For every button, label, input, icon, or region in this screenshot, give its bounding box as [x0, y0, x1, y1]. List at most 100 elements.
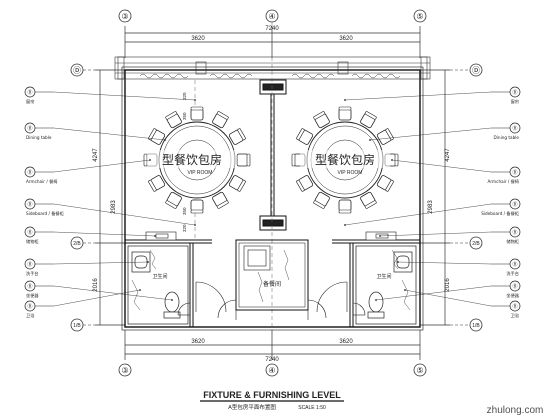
- grid-bubble-top-5: ⑤: [413, 9, 427, 23]
- callout-label: Sideboard / 备餐柜: [481, 210, 519, 217]
- callout-code: Ⓑ: [27, 169, 32, 176]
- grid-bubble-left-2b: 2/B: [70, 236, 84, 250]
- callout-label: 窗帘: [511, 98, 519, 105]
- left-table-chair: [148, 175, 166, 192]
- left-table-chair: [165, 111, 182, 129]
- right-dimension-group: [420, 69, 450, 326]
- outer-walls: [121, 66, 424, 331]
- right-room-label: 型餐饮包房 VIP ROOM: [300, 150, 390, 176]
- left-callout: Ⓑ Sideboard / 备餐柜: [24, 198, 196, 226]
- grid-bubble-right-2b: 2/B: [469, 236, 483, 250]
- grid-bubble-top-4: ④: [265, 9, 279, 23]
- callout-code: Ⓑ: [27, 201, 32, 208]
- grid-bubble-bottom-5: ⑤: [413, 363, 427, 377]
- svg-text:型餐饮包房: 型餐饮包房: [162, 152, 222, 167]
- right-table-chair: [360, 111, 377, 129]
- dim-right-mid: 2983: [428, 200, 434, 214]
- right-table-chair: [296, 175, 314, 192]
- ceiling-mark-2: 350: [182, 112, 187, 120]
- dim-top-left: 3620: [191, 36, 205, 42]
- left-callout: Ⓑ 卫浴: [24, 289, 141, 319]
- callout-label: 坐便器: [26, 292, 39, 299]
- curtains: [139, 73, 401, 79]
- right-callout: Ⓑ窗帘: [344, 86, 521, 105]
- left-table-chair: [190, 199, 204, 214]
- dim-bottom-total: 7240: [265, 357, 279, 363]
- callout-code: Ⓑ: [27, 303, 32, 310]
- drawing-subtitle: A型包房平面布置图: [228, 403, 276, 411]
- dim-bottom-right: 3620: [339, 339, 353, 345]
- right-callout: Ⓑ Dining table: [369, 122, 521, 141]
- dim-left-upper: 4247: [93, 148, 99, 162]
- svg-text:VIP ROOM: VIP ROOM: [338, 170, 363, 176]
- callout-code: Ⓑ: [512, 303, 517, 310]
- callout-code: Ⓑ: [27, 261, 32, 268]
- left-washroom-label: 卫生间: [152, 273, 167, 280]
- grid-bubble-right-d: Ⓓ: [469, 63, 483, 77]
- left-table-chair: [190, 106, 204, 121]
- callout-code: Ⓑ: [27, 229, 32, 236]
- ceiling-mark-4: 320: [182, 224, 187, 232]
- ceiling-mark-1: 320: [182, 92, 187, 100]
- callout-label: 卫浴: [26, 312, 35, 319]
- left-callout: Ⓑ窗帘: [24, 86, 196, 105]
- dim-left-mid: 2983: [111, 200, 117, 214]
- callout-label: 坐便器: [506, 292, 519, 299]
- callout-code: Ⓑ: [512, 261, 517, 268]
- callout-code: Ⓑ: [512, 283, 517, 290]
- svg-text:⑤: ⑤: [416, 366, 423, 375]
- drawing-scale: SCALE 1:50: [298, 405, 326, 411]
- grid-leader-lines: [83, 69, 470, 326]
- svg-text:③: ③: [121, 366, 128, 375]
- lower-counters: [145, 231, 397, 241]
- callout-label: Armchair / 餐椅: [488, 178, 519, 185]
- callout-code: Ⓑ: [27, 125, 32, 132]
- right-callout: Ⓑ 坐便器: [375, 280, 521, 301]
- grid-bubble-bottom-3: ③: [118, 363, 132, 377]
- grid-bubble-top-3: ③: [118, 9, 132, 23]
- lower-walls: [125, 239, 420, 327]
- svg-text:④: ④: [268, 12, 275, 21]
- dim-right-upper: 4247: [445, 148, 451, 162]
- right-washroom-label: 卫生间: [376, 273, 391, 280]
- pantry-fixtures: [243, 245, 290, 303]
- callout-code: Ⓑ: [512, 125, 517, 132]
- dim-bottom-left: 3620: [191, 339, 205, 345]
- right-table-chair: [313, 191, 330, 209]
- right-table-chair: [338, 199, 352, 214]
- right-callout: Ⓑ卫浴: [404, 289, 521, 319]
- callout-label: Armchair / 餐椅: [26, 178, 57, 185]
- dim-top-total: 7240: [265, 26, 279, 32]
- callout-code: Ⓑ: [27, 89, 32, 96]
- left-table-chair: [228, 175, 246, 192]
- left-table-chair: [148, 128, 166, 145]
- grid-bubble-left-1b: 1/B: [70, 318, 84, 332]
- right-washroom: [355, 245, 417, 325]
- left-room-label: 型餐饮包房 VIP ROOM: [147, 150, 237, 176]
- svg-text:1/B: 1/B: [73, 323, 81, 329]
- left-callout: Ⓑ Armchair / 餐椅: [24, 159, 151, 185]
- callout-label: 洗手台: [506, 270, 519, 277]
- callout-code: Ⓑ: [512, 229, 517, 236]
- left-table-chair: [228, 128, 246, 145]
- ceiling-mark-3: 350: [182, 207, 187, 215]
- callout-label: Sideboard / 备餐柜: [26, 210, 64, 217]
- svg-text:③: ③: [121, 12, 128, 21]
- center-partition: [259, 79, 287, 231]
- watermark: zhulong.com: [487, 405, 544, 416]
- grid-bubble-left-d: Ⓓ: [70, 63, 84, 77]
- left-table-chair: [212, 191, 229, 209]
- svg-text:2/B: 2/B: [472, 241, 480, 247]
- callout-label: Dining table: [494, 135, 520, 140]
- drawing-title: FIXTURE & FURNISHING LEVEL: [203, 390, 341, 400]
- bottom-dimension-group: [124, 330, 421, 360]
- svg-text:Ⓓ: Ⓓ: [472, 66, 480, 75]
- right-table-chair: [296, 128, 314, 145]
- left-washroom: [127, 245, 189, 325]
